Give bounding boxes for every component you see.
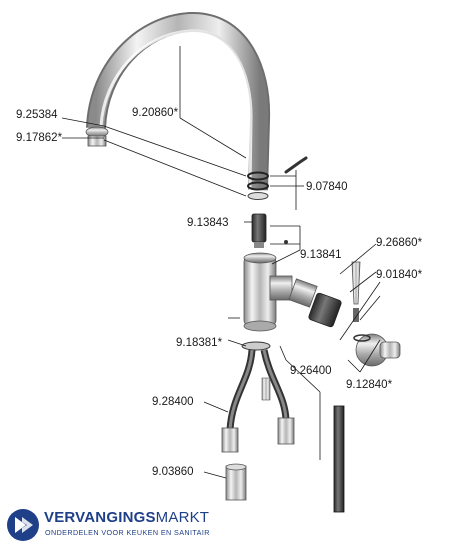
- adapter-fitting: [225, 463, 247, 501]
- part-number: 9.17862*: [16, 132, 63, 144]
- part-number: 9.01840*: [376, 269, 423, 281]
- part-number: 9.25384: [16, 109, 58, 121]
- part-number: 9.12840*: [346, 379, 393, 391]
- part-number: 9.13841: [300, 249, 342, 261]
- flex-hoses: [221, 349, 295, 453]
- brand-tagline: ONDERDELEN VOOR KEUKEN EN SANITAIR: [45, 528, 210, 537]
- o-ring-stack: [247, 171, 269, 200]
- brand-arrow-icon: [7, 509, 39, 541]
- faucet-body: [243, 252, 293, 332]
- brand-name-bold: VERVANGINGS: [44, 509, 156, 526]
- part-number: 9.18381*: [176, 337, 223, 349]
- valve-cartridge: [288, 278, 342, 328]
- spout: [85, 12, 271, 191]
- part-number: 9.28400: [152, 396, 194, 408]
- brand-name: VERVANGINGSMARKT: [44, 509, 209, 526]
- part-number: 9.13843: [187, 217, 229, 229]
- aerator-cartridge: [251, 213, 288, 248]
- handle-lever: [351, 261, 361, 322]
- brand-logo: VERVANGINGSMARKT ONDERDELEN VOOR KEUKEN …: [6, 506, 256, 546]
- leader-lines: [61, 46, 381, 479]
- part-number: 9.26400: [290, 365, 332, 377]
- allen-key: [284, 156, 308, 174]
- part-labels: 9.25384 9.17862* 9.20860* 9.07840 9.1384…: [16, 107, 423, 478]
- threaded-rod: [333, 405, 345, 513]
- part-number: 9.07840: [306, 181, 348, 193]
- part-number: 9.20860*: [132, 107, 179, 119]
- spout-tip: [85, 126, 109, 138]
- part-number: 9.26860*: [376, 237, 423, 249]
- part-number: 9.03860: [152, 466, 194, 478]
- handle-knob: [353, 333, 401, 367]
- brand-name-light: MARKT: [155, 509, 210, 526]
- mount-ring: [241, 341, 271, 351]
